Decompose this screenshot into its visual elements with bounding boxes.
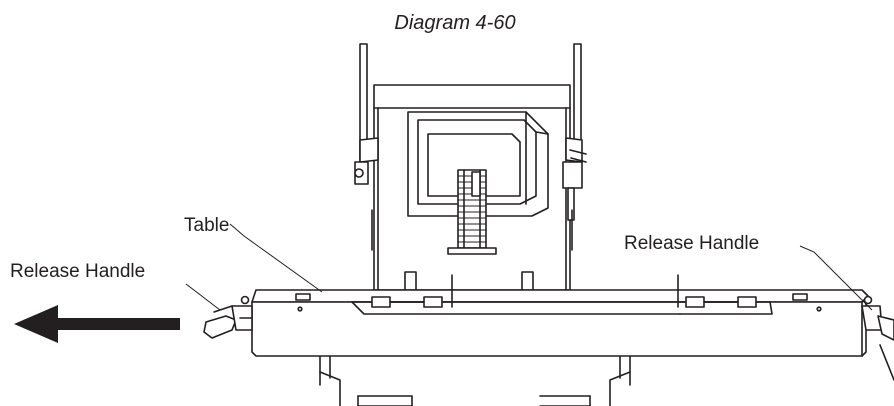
table-label: Table — [184, 215, 229, 236]
table-leader-line — [229, 223, 323, 293]
release-handle-left-label: Release Handle — [10, 261, 145, 282]
right-release-handle — [861, 295, 894, 381]
table-plate — [251, 274, 869, 357]
right-handle-leader-line — [799, 245, 873, 311]
base-stand — [319, 355, 631, 406]
left-release-handle — [203, 295, 253, 339]
direction-arrow — [14, 305, 180, 343]
release-handle-right-label: Release Handle — [624, 233, 759, 254]
head-housing — [407, 111, 549, 217]
left-handle-leader-line — [185, 283, 221, 311]
diagram-title: Diagram 4-60 — [394, 12, 515, 34]
lead-screw — [447, 169, 497, 255]
